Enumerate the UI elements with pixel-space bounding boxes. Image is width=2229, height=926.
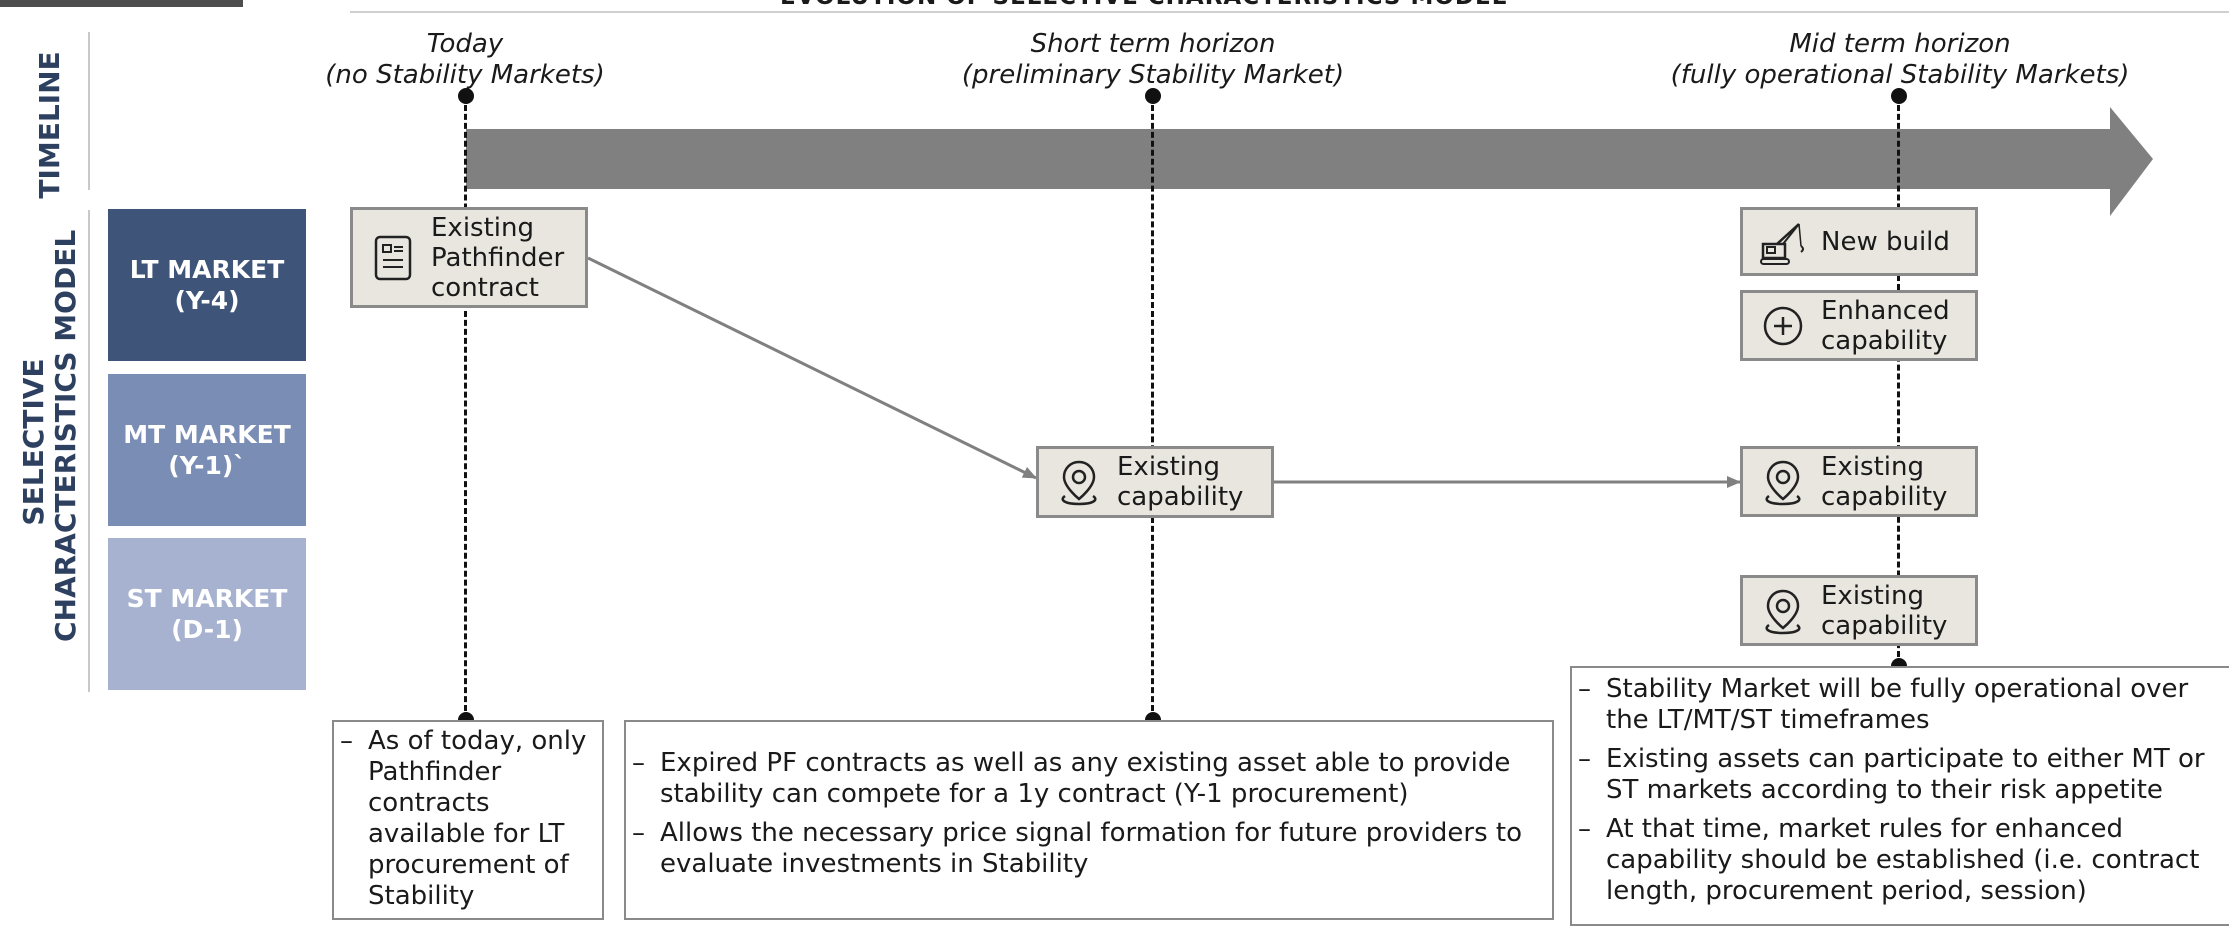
node-short-existing-capability: Existing capability [1036,446,1274,518]
header-accent-bar [0,0,243,7]
st-market-box: ST MARKET (D-1) [108,538,306,690]
node-mid-existing-capability-st: Existing capability [1740,575,1978,646]
plus-circle-icon [1757,300,1809,352]
milestone-short-title: Short term horizon [1030,29,1276,59]
milestone-short-term: Short term horizon (preliminary Stabilit… [938,29,1368,91]
description-mid-bullet-1: Stability Market will be fully operation… [1572,674,2229,736]
mid-term-top-dot [1891,88,1907,104]
milestone-mid-subtitle: (fully operational Stability Markets) [1670,60,2130,90]
node-mid-existing-mt-line2: capability [1821,481,1948,512]
node-enhanced-capability: Enhanced capability [1740,290,1978,361]
page-title: EVOLUTION OF SELECTIVE CHARACTERISTICS M… [780,0,1980,8]
lt-market-box: LT MARKET (Y-4) [108,209,306,361]
node-enhanced-line2: capability [1821,325,1948,356]
lt-market-period: (Y-4) [174,286,240,315]
connector-pathfinder-to-short [587,256,1037,480]
node-enhanced-line1: Enhanced [1821,295,1950,326]
header-rule [350,11,2229,13]
milestone-today-title: Today [426,29,504,59]
description-mid-term: Stability Market will be fully operation… [1570,666,2229,926]
milestone-today: Today (no Stability Markets) [305,29,625,91]
milestone-short-subtitle: (preliminary Stability Market) [961,60,1345,90]
lt-market-name: LT MARKET [129,255,285,284]
st-market-period: (D-1) [171,615,243,644]
location-pin-icon [1053,456,1105,508]
location-pin-icon [1757,585,1809,637]
node-pathfinder-line3: contract [431,272,539,303]
node-mid-existing-capability-mt: Existing capability [1740,446,1978,517]
milestone-mid-title: Mid term horizon [1789,29,2011,59]
timeline-graphics [466,107,2153,488]
node-existing-pathfinder-contract: Existing Pathfinder contract [350,207,588,308]
milestone-mid-term: Mid term horizon (fully operational Stab… [1640,29,2160,91]
mt-market-box: MT MARKET (Y-1)` [108,374,306,526]
short-term-dashed-line [1151,96,1154,720]
node-pathfinder-line1: Existing [431,212,534,243]
description-mid-bullet-3: At that time, market rules for enhanced … [1572,814,2229,907]
short-term-top-dot [1145,88,1161,104]
mt-market-period: (Y-1)` [168,451,246,480]
description-short-bullet-1: Expired PF contracts as well as any exis… [626,748,1542,810]
mid-term-dashed-line [1897,96,1900,666]
node-short-existing-line1: Existing [1117,452,1220,482]
contract-document-icon [367,232,419,284]
node-new-build: New build [1740,207,1978,276]
st-market-name: ST MARKET [126,584,288,613]
node-mid-existing-st-line2: capability [1821,610,1948,641]
node-mid-existing-st-line1: Existing [1821,580,1924,611]
description-today-bullet-1: As of today, only Pathfinder contracts a… [334,726,598,912]
mt-market-name: MT MARKET [123,420,291,449]
node-mid-existing-mt-line1: Existing [1821,451,1924,482]
milestone-today-subtitle: (no Stability Markets) [325,60,605,90]
today-top-dot [458,88,474,104]
today-dashed-line [464,96,467,720]
description-today: As of today, only Pathfinder contracts a… [332,720,604,920]
timeline-separator [88,32,90,190]
timeline-arrow [466,107,2153,216]
node-pathfinder-line2: Pathfinder [431,242,565,273]
description-short-bullet-2: Allows the necessary price signal format… [626,818,1542,880]
description-mid-bullet-2: Existing assets can participate to eithe… [1572,744,2229,806]
location-pin-icon [1757,456,1809,508]
node-short-existing-line2: capability [1117,482,1244,512]
description-short-term: Expired PF contracts as well as any exis… [624,720,1554,920]
model-separator [88,210,90,692]
construction-crane-icon [1757,216,1809,268]
node-new-build-label: New build [1821,226,1950,257]
